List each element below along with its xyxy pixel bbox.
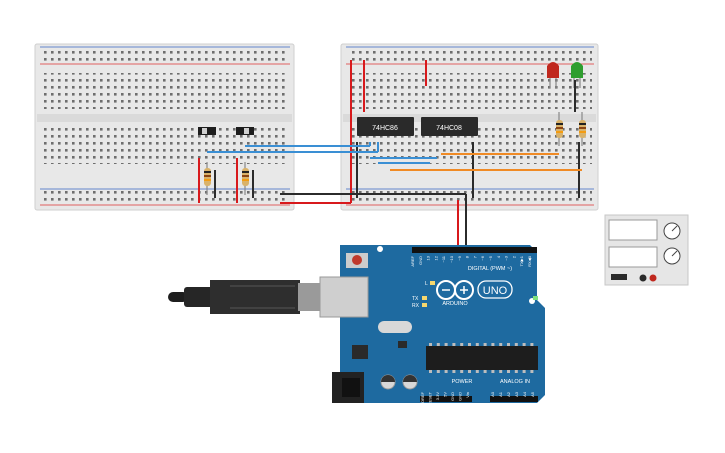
pin-label: 8 [465,255,470,258]
power-header-label: POWER [452,379,473,385]
pin-label: 3.3V [435,392,440,401]
power-switch[interactable] [611,274,627,280]
digital-header-label: DIGITAL (PWM ~) [468,266,512,272]
pin-label: ~11 [441,255,446,262]
pin-label: A0 [490,391,495,397]
pin-label: RESET [428,391,433,405]
pin-label: 13 [426,255,431,260]
pin-label: ~6 [480,255,485,260]
pin-label: AREF [410,255,415,266]
led-red[interactable] [547,62,559,88]
chip-pin [429,343,432,346]
pin-label: A3 [514,391,519,397]
chip-pin [483,370,487,373]
resistor-left-2[interactable] [242,162,249,195]
rx-led-label: RX [412,303,420,309]
chip-pin [507,370,510,373]
tx-led-label: TX [412,296,419,302]
chip-pin [491,343,495,346]
chip-pin [468,343,471,346]
chip-pin [507,343,510,346]
usb-port [319,276,369,318]
terminal-positive[interactable] [649,274,657,282]
pin-label: 12 [433,255,438,260]
l-led-label: L [425,281,428,287]
chip-pin [460,343,464,346]
reset-button[interactable] [346,253,368,268]
pin-label: ~3 [504,255,509,260]
power-header[interactable] [420,396,472,402]
digital-header[interactable] [412,247,537,253]
chip-pin [475,370,479,373]
pin-label: A5 [530,391,535,397]
chip-pin [444,343,448,346]
pin-label: GND [418,256,423,265]
analog-header-label: ANALOG IN [500,379,530,385]
pin-label: ~9 [457,255,462,260]
pin-label: 4 [496,255,501,258]
pin-label: GND [458,392,463,401]
breadboard-left[interactable] [34,43,295,211]
svg-text:74HC08: 74HC08 [436,125,462,132]
pin-label: TX▶1 [519,255,524,266]
arduino-brand: ARDUINO [442,301,468,307]
terminal-negative[interactable] [639,274,647,282]
chip-pin [514,370,518,373]
chip-pin [460,370,464,373]
resistor-right-1[interactable] [556,112,563,146]
chip-pin [491,370,495,373]
pin-label: A4 [522,391,527,397]
pin-label: RX◀0 [527,255,532,267]
pin-label: ~5 [488,255,493,260]
chip-pin [499,343,503,346]
chip-pin [530,370,534,373]
current-display [608,246,658,268]
chip-74hc86[interactable]: 74HC86 [357,117,414,136]
analog-header[interactable] [490,396,538,402]
atmega-chip [426,346,538,370]
arduino-model: UNO [483,285,508,297]
chip-pin [483,343,487,346]
on-led-label: ON [541,296,549,302]
current-knob[interactable] [663,247,681,265]
power-supply[interactable] [604,214,689,286]
resistor-right-2[interactable] [579,112,586,146]
chip-pin [499,370,503,373]
chip-pin [522,343,526,346]
pin-label: 2 [511,255,516,258]
pin-label: A1 [498,391,503,397]
pin-label: Vin [465,392,470,398]
chip-74hc08[interactable]: 74HC08 [421,117,478,136]
chip-pin [436,343,440,346]
pin-label: 7 [472,255,477,258]
voltage-knob[interactable] [663,222,681,240]
mount-hole-icon [377,246,383,252]
pin-label: ~10 [449,255,454,263]
resistor-left-1[interactable] [204,162,211,195]
pin-label: GND [450,392,455,401]
chip-pin [475,343,479,346]
chip-pin [522,370,526,373]
chip-pin [468,370,471,373]
chip-pin [436,370,440,373]
slide-switch-2[interactable] [236,127,254,135]
chip-pin [452,370,456,373]
chip-pin [514,343,518,346]
chip-pin [429,370,432,373]
pin-label: 5V [443,392,448,397]
pin-label: IOREF [420,391,425,404]
pin-label: A2 [506,391,511,397]
crystal [378,321,412,333]
voltage-display [608,219,658,241]
chip-pin [530,343,534,346]
chip-pin [444,370,448,373]
svg-text:74HC86: 74HC86 [372,125,398,132]
chip-pin [452,343,456,346]
slide-switch-1[interactable] [198,127,216,135]
arduino-logo [436,280,474,300]
